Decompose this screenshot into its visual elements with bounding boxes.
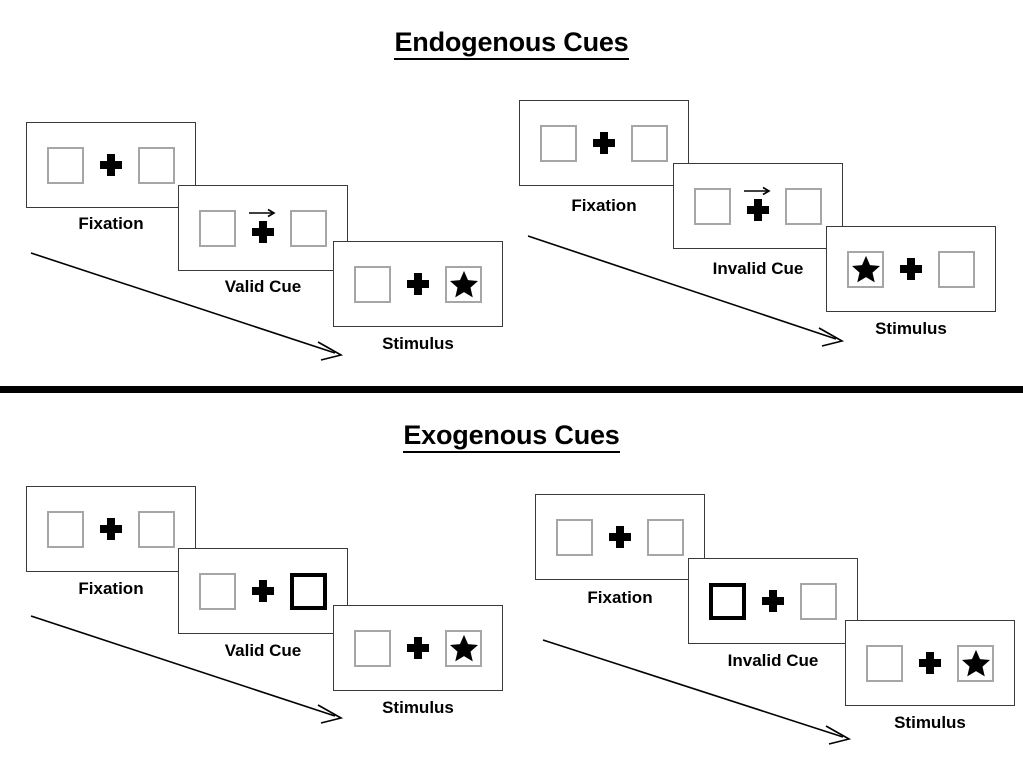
- panel-content: [354, 262, 482, 306]
- plus-icon: [100, 154, 122, 176]
- left-placeholder-box: [866, 644, 903, 682]
- star-icon: [961, 649, 990, 677]
- right-placeholder-box: [800, 582, 837, 620]
- fixation-area: [84, 143, 138, 187]
- plus-icon: [762, 590, 784, 612]
- plus-icon: [747, 199, 769, 221]
- plus-icon: [252, 221, 274, 243]
- fixation-area: [577, 121, 631, 165]
- fixation-area: [391, 626, 445, 670]
- panel-label-endogenous-invalid-cue: Invalid Cue: [712, 259, 804, 278]
- left-placeholder-box: [199, 572, 236, 610]
- plus-icon: [609, 526, 631, 548]
- fixation-area: [731, 184, 785, 228]
- time-flow-arrow-exogenous-invalid: [542, 639, 852, 745]
- time-flow-arrow-endogenous-invalid: [527, 235, 845, 347]
- panel-endogenous-invalid-stimulus[interactable]: [826, 226, 996, 312]
- plus-icon: [100, 518, 122, 540]
- plus-icon: [252, 580, 274, 602]
- plus-icon: [900, 258, 922, 280]
- panel-content: [47, 507, 175, 551]
- panel-label-exogenous-valid-cue: Valid Cue: [224, 641, 302, 660]
- left-placeholder-box: [694, 187, 731, 225]
- time-flow-arrow-endogenous-valid: [30, 252, 344, 361]
- time-flow-arrow-exogenous-valid: [30, 615, 344, 724]
- endogenous-section-title: Endogenous Cues: [0, 27, 1023, 60]
- right-placeholder-box: [290, 209, 327, 247]
- fixation-area: [746, 579, 800, 623]
- star-icon: [851, 255, 880, 283]
- panel-content: [47, 143, 175, 187]
- left-placeholder-box: [556, 518, 593, 556]
- plus-icon: [407, 273, 429, 295]
- panel-label-exogenous-invalid-fixation: Fixation: [587, 588, 653, 607]
- plus-icon: [919, 652, 941, 674]
- panel-endogenous-valid-cue[interactable]: [178, 185, 348, 271]
- panel-endogenous-valid-stimulus[interactable]: [333, 241, 503, 327]
- right-target-box: [445, 629, 482, 667]
- exogenous-title-text: Exogenous Cues: [403, 420, 620, 453]
- arrow-right-icon: [249, 208, 276, 218]
- panel-exogenous-invalid-stimulus[interactable]: [845, 620, 1015, 706]
- panel-content: [709, 579, 837, 623]
- panel-content: [354, 626, 482, 670]
- right-cued-box: [290, 572, 327, 610]
- panel-label-endogenous-invalid-fixation: Fixation: [571, 196, 637, 215]
- fixation-area: [903, 641, 957, 685]
- panel-exogenous-valid-fixation[interactable]: [26, 486, 196, 572]
- right-placeholder-box: [631, 124, 668, 162]
- fixation-area: [884, 247, 938, 291]
- panel-label-exogenous-valid-fixation: Fixation: [78, 579, 144, 598]
- panel-endogenous-invalid-cue[interactable]: [673, 163, 843, 249]
- panel-exogenous-invalid-fixation[interactable]: [535, 494, 705, 580]
- panel-label-endogenous-valid-fixation: Fixation: [78, 214, 144, 233]
- section-divider: [0, 386, 1023, 393]
- exogenous-section-title: Exogenous Cues: [0, 420, 1023, 453]
- left-placeholder-box: [47, 146, 84, 184]
- left-placeholder-box: [199, 209, 236, 247]
- fixation-area: [236, 206, 290, 250]
- fixation-area: [391, 262, 445, 306]
- left-placeholder-box: [354, 265, 391, 303]
- arrow-right-icon: [744, 186, 771, 196]
- left-placeholder-box: [540, 124, 577, 162]
- panel-content: [199, 569, 327, 613]
- plus-icon: [407, 637, 429, 659]
- right-placeholder-box: [138, 510, 175, 548]
- star-icon: [449, 634, 478, 662]
- panel-label-endogenous-valid-stimulus: Stimulus: [382, 334, 454, 353]
- panel-endogenous-invalid-fixation[interactable]: [519, 100, 689, 186]
- panel-label-exogenous-invalid-stimulus: Stimulus: [894, 713, 966, 732]
- plus-icon: [593, 132, 615, 154]
- panel-content: [556, 515, 684, 559]
- panel-exogenous-valid-stimulus[interactable]: [333, 605, 503, 691]
- star-icon: [449, 270, 478, 298]
- fixation-area: [593, 515, 647, 559]
- right-target-box: [957, 644, 994, 682]
- fixation-area: [84, 507, 138, 551]
- panel-exogenous-valid-cue[interactable]: [178, 548, 348, 634]
- right-target-box: [445, 265, 482, 303]
- panel-content: [199, 206, 327, 250]
- panel-label-exogenous-invalid-cue: Invalid Cue: [727, 651, 819, 670]
- panel-content: [847, 247, 975, 291]
- left-placeholder-box: [354, 629, 391, 667]
- panel-label-endogenous-invalid-stimulus: Stimulus: [875, 319, 947, 338]
- left-placeholder-box: [47, 510, 84, 548]
- right-placeholder-box: [785, 187, 822, 225]
- panel-content: [866, 641, 994, 685]
- right-placeholder-box: [138, 146, 175, 184]
- fixation-area: [236, 569, 290, 613]
- panel-exogenous-invalid-cue[interactable]: [688, 558, 858, 644]
- panel-endogenous-valid-fixation[interactable]: [26, 122, 196, 208]
- panel-label-endogenous-valid-cue: Valid Cue: [224, 277, 302, 296]
- endogenous-title-text: Endogenous Cues: [394, 27, 629, 60]
- right-placeholder-box: [938, 250, 975, 288]
- panel-label-exogenous-valid-stimulus: Stimulus: [382, 698, 454, 717]
- right-placeholder-box: [647, 518, 684, 556]
- left-cued-box: [709, 582, 746, 620]
- panel-content: [694, 184, 822, 228]
- panel-content: [540, 121, 668, 165]
- left-target-box: [847, 250, 884, 288]
